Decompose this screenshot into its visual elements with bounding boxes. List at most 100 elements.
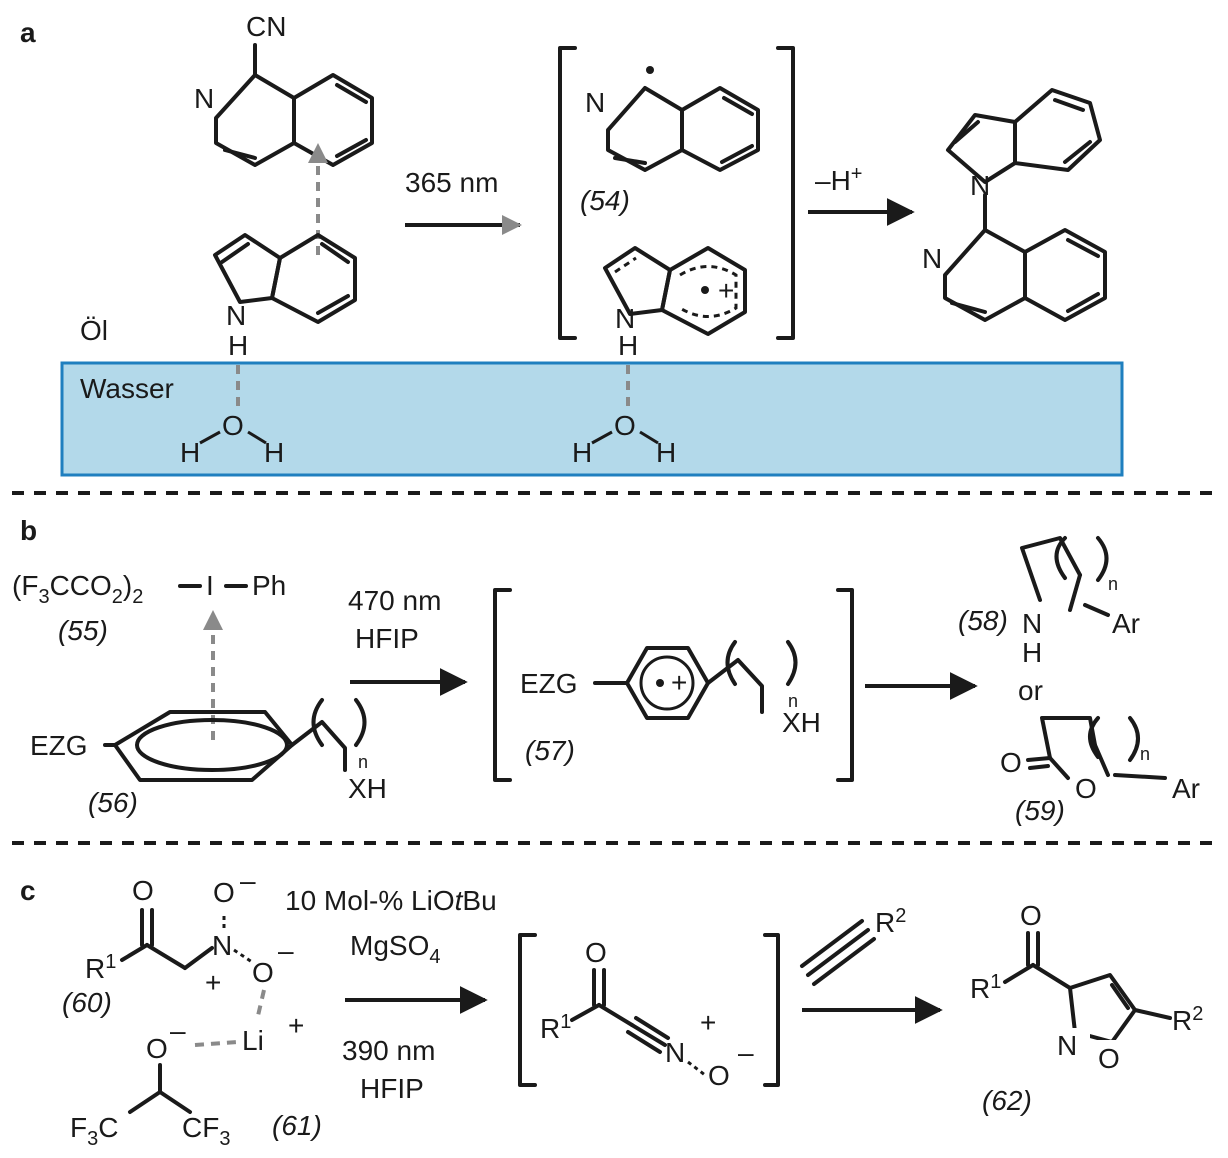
- substrate-56: EZG n XH: [30, 698, 387, 804]
- svg-text:O: O: [252, 957, 274, 988]
- svg-text:n: n: [1140, 744, 1150, 764]
- alkyne-reagent: R2: [800, 905, 906, 986]
- bracket-right-a: [776, 46, 795, 340]
- svg-text:Ph: Ph: [252, 570, 286, 601]
- substrate-60: O R1 N + O – O –: [85, 865, 294, 998]
- svg-text:+: +: [718, 275, 734, 306]
- svg-text:H: H: [656, 437, 676, 468]
- arene-radical-cation-57: + EZG n XH: [520, 640, 821, 738]
- svg-text:Ar: Ar: [1112, 608, 1140, 639]
- svg-text:+: +: [671, 667, 687, 698]
- svg-text:N: N: [615, 303, 635, 334]
- svg-text:R2: R2: [1172, 1003, 1203, 1036]
- svg-text:O: O: [614, 410, 636, 441]
- svg-text:+: +: [205, 967, 221, 998]
- svg-text:N: N: [970, 170, 990, 201]
- reagent-piFA: (F3CCO2)2: [12, 570, 143, 608]
- isoxazole-product-62: O R1 R2 N O: [970, 900, 1203, 1074]
- svg-text:+: +: [288, 1010, 304, 1041]
- panel-c: c O R1 N + O – O – (60) Li + O –: [20, 865, 1203, 1150]
- product-58: n Ar N H: [1020, 536, 1140, 668]
- svg-text:N: N: [585, 87, 605, 118]
- svg-text:R1: R1: [540, 1011, 571, 1044]
- svg-text:O: O: [1000, 747, 1022, 778]
- svg-text:H: H: [572, 437, 592, 468]
- bracket-left-c: [518, 933, 537, 1087]
- svg-text:XH: XH: [782, 707, 821, 738]
- svg-text:O: O: [585, 937, 607, 968]
- product-indolyl-isoquinoline: N N: [922, 88, 1107, 322]
- svg-text:I: I: [206, 570, 214, 601]
- li-coordination: [255, 989, 266, 1021]
- bracket-left-b: [493, 588, 512, 782]
- nitrile-oxide-intermediate: O R1 N + O –: [540, 937, 754, 1091]
- svg-text:H: H: [180, 437, 200, 468]
- water-label: Wasser: [80, 373, 174, 404]
- svg-text:n: n: [1108, 574, 1118, 594]
- svg-text:N: N: [212, 930, 232, 961]
- svg-text:Li: Li: [242, 1025, 264, 1056]
- svg-text:N: N: [226, 300, 246, 331]
- compound-61-label: (61): [272, 1110, 322, 1141]
- conditions-a2: –H+: [815, 163, 862, 196]
- panel-a: a Wasser Öl CN N N H: [20, 11, 1124, 477]
- svg-text:F3C: F3C: [70, 1112, 118, 1150]
- conditions-a1: 365 nm: [405, 167, 498, 198]
- svg-text:R2: R2: [875, 905, 906, 938]
- oil-label: Öl: [80, 315, 108, 346]
- compound-62-label: (62): [982, 1085, 1032, 1116]
- svg-text:O: O: [146, 1033, 168, 1064]
- svg-text:N: N: [665, 1037, 685, 1068]
- cyanoisoquinoline-molecule: CN N: [194, 11, 374, 167]
- compound-59-label: (59): [1015, 795, 1065, 826]
- bracket-left-a: [558, 46, 577, 340]
- panel-b-label: b: [20, 515, 37, 546]
- svg-text:N: N: [194, 83, 214, 114]
- panel-c-label: c: [20, 875, 36, 906]
- svg-text:H: H: [264, 437, 284, 468]
- conditions-c-bot1: 390 nm: [342, 1035, 435, 1066]
- svg-text:N: N: [922, 243, 942, 274]
- svg-text:O: O: [708, 1060, 730, 1091]
- water-molecule-right: O H H: [572, 410, 676, 468]
- svg-text:O: O: [213, 877, 235, 908]
- water-molecule-left: O H H: [180, 410, 284, 468]
- bracket-right-c: [763, 933, 780, 1087]
- svg-text:N: N: [1022, 608, 1042, 639]
- svg-text:XH: XH: [348, 773, 387, 804]
- compound-54-label: (54): [580, 185, 630, 216]
- conditions-b1-line2: HFIP: [355, 623, 419, 654]
- svg-text:EZG: EZG: [30, 730, 88, 761]
- svg-text:Ar: Ar: [1172, 773, 1200, 804]
- conditions-c-bot2: HFIP: [360, 1073, 424, 1104]
- li-hfip-61: Li + O – F3C CF3: [70, 1010, 304, 1150]
- conditions-c-top1: 10 Mol-% LiOtBu: [285, 885, 497, 916]
- svg-text:–: –: [738, 1037, 754, 1068]
- svg-text:R1: R1: [970, 971, 1001, 1004]
- bracket-right-b: [836, 588, 854, 782]
- svg-text:R1: R1: [85, 951, 116, 984]
- or-label: or: [1018, 675, 1043, 706]
- compound-57-label: (57): [525, 735, 575, 766]
- svg-text:n: n: [358, 752, 368, 772]
- svg-text:N: N: [1057, 1030, 1077, 1061]
- svg-text:+: +: [700, 1007, 716, 1038]
- svg-text:H: H: [228, 330, 248, 361]
- product-59: n Ar O O: [1000, 716, 1200, 804]
- svg-text:CN: CN: [246, 11, 286, 42]
- svg-text:EZG: EZG: [520, 668, 578, 699]
- svg-text:n: n: [788, 691, 798, 711]
- compound-55-label: (55): [58, 615, 108, 646]
- svg-text:–: –: [240, 865, 256, 896]
- conditions-b1-line1: 470 nm: [348, 585, 441, 616]
- svg-text:O: O: [1020, 900, 1042, 931]
- svg-text:H: H: [618, 330, 638, 361]
- svg-text:–: –: [170, 1015, 186, 1046]
- compound-60-label: (60): [62, 987, 112, 1018]
- svg-text:O: O: [222, 410, 244, 441]
- compound-56-label: (56): [88, 787, 138, 818]
- svg-text:CF3: CF3: [182, 1112, 230, 1150]
- svg-text:H: H: [1022, 637, 1042, 668]
- indole-radical-cation: + N H: [603, 246, 747, 361]
